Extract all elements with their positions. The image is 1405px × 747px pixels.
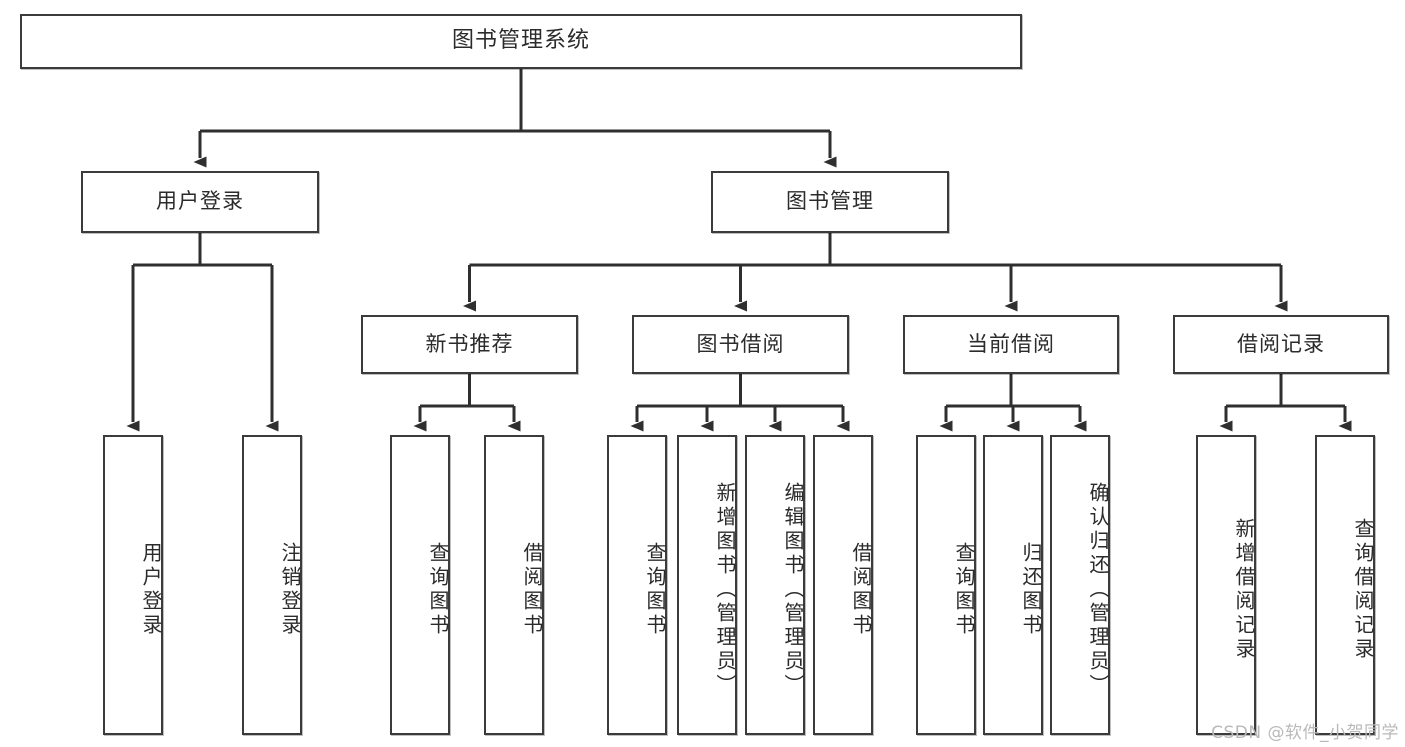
node-label: 查询图书 [952, 542, 976, 638]
node-label: 用户登录 [156, 189, 244, 214]
leaf-node-query-borrowing-record[interactable]: 查询借阅记录 [1315, 435, 1375, 735]
node-label: 查询图书 [643, 542, 667, 638]
node-root-book-management-system[interactable]: 图书管理系统 [20, 14, 1022, 69]
node-borrowing-record[interactable]: 借阅记录 [1173, 315, 1389, 374]
leaf-node-return-book[interactable]: 归还图书 [983, 435, 1043, 735]
node-book-borrowing[interactable]: 图书借阅 [632, 315, 849, 374]
node-label: 查询借阅记录 [1351, 518, 1375, 662]
node-label: 新增图书（管理员） [713, 482, 737, 698]
leaf-node-query-book-1[interactable]: 查询图书 [390, 435, 450, 735]
node-label: 新书推荐 [425, 331, 514, 356]
leaf-node-borrow-book-1[interactable]: 借阅图书 [484, 435, 544, 735]
node-label: 归还图书 [1019, 542, 1043, 638]
node-label: 借阅图书 [849, 542, 873, 638]
leaf-node-user-logout[interactable]: 注销登录 [242, 435, 302, 735]
node-book-management[interactable]: 图书管理 [711, 171, 949, 233]
node-label: 编辑图书（管理员） [781, 482, 805, 698]
node-current-borrowing[interactable]: 当前借阅 [903, 315, 1119, 374]
node-label: 图书借阅 [696, 331, 785, 356]
node-label: 图书管理系统 [451, 28, 590, 54]
leaf-node-query-book-3[interactable]: 查询图书 [916, 435, 976, 735]
node-label: 注销登录 [278, 542, 302, 638]
node-label: 借阅记录 [1237, 331, 1325, 356]
node-user-login[interactable]: 用户登录 [81, 171, 319, 233]
node-label: 借阅图书 [520, 542, 544, 638]
node-label: 新增借阅记录 [1232, 518, 1256, 662]
node-label: 图书管理 [786, 189, 874, 214]
node-label: 确认归还（管理员） [1086, 482, 1110, 698]
node-label: 查询图书 [426, 542, 450, 638]
leaf-node-confirm-return-admin[interactable]: 确认归还（管理员） [1050, 435, 1110, 735]
leaf-node-add-book-admin[interactable]: 新增图书（管理员） [677, 435, 737, 735]
leaf-node-query-book-2[interactable]: 查询图书 [607, 435, 667, 735]
node-label: 用户登录 [139, 542, 163, 638]
leaf-node-borrow-book-2[interactable]: 借阅图书 [813, 435, 873, 735]
leaf-node-add-borrowing-record[interactable]: 新增借阅记录 [1196, 435, 1256, 735]
leaf-node-user-login[interactable]: 用户登录 [103, 435, 163, 735]
leaf-node-edit-book-admin[interactable]: 编辑图书（管理员） [745, 435, 805, 735]
node-new-book-recommendation[interactable]: 新书推荐 [361, 315, 578, 374]
node-label: 当前借阅 [967, 331, 1055, 356]
